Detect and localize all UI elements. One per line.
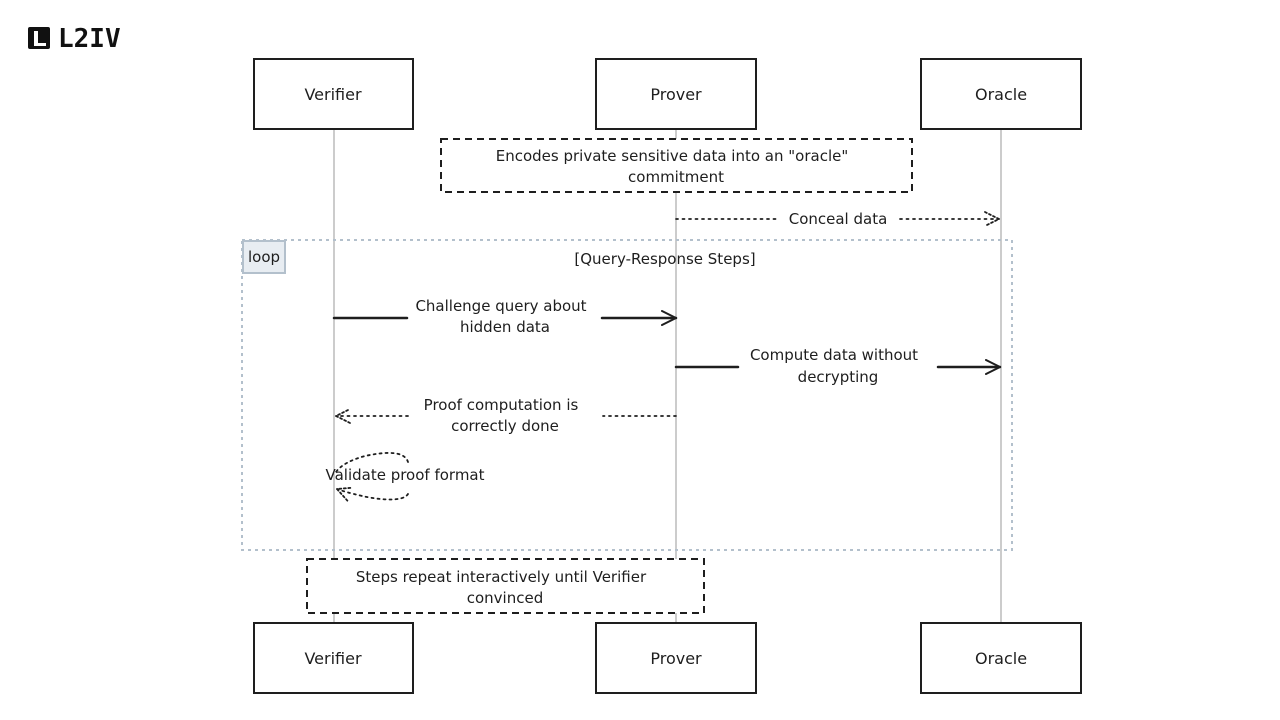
message-conceal-label: Conceal data bbox=[789, 210, 888, 228]
message-validate-label: Validate proof format bbox=[325, 466, 484, 484]
message-validate: Validate proof format bbox=[325, 452, 485, 500]
participant-verifier-bottom-label: Verifier bbox=[304, 649, 361, 668]
participant-verifier-bottom: Verifier bbox=[253, 622, 414, 694]
participant-oracle-label: Oracle bbox=[975, 85, 1027, 104]
message-compute: Compute data without decrypting bbox=[674, 346, 1002, 386]
note-encode: Encodes private sensitive data into an "… bbox=[440, 138, 913, 193]
message-challenge-line-2: hidden data bbox=[460, 318, 550, 336]
loop-tag-box bbox=[242, 240, 286, 274]
message-proof-line-2: correctly done bbox=[451, 417, 559, 435]
note-encode-line-1: Encodes private sensitive data into an "… bbox=[496, 147, 849, 165]
participant-verifier-label: Verifier bbox=[304, 85, 361, 104]
message-challenge-line-1: Challenge query about bbox=[415, 297, 586, 315]
participant-prover-top: Prover bbox=[595, 58, 757, 130]
participant-oracle-bottom: Oracle bbox=[920, 622, 1082, 694]
loop-title: [Query-Response Steps] bbox=[574, 250, 755, 268]
loop-frame: loop [Query-Response Steps] bbox=[241, 239, 1013, 551]
participant-verifier-top: Verifier bbox=[253, 58, 414, 130]
logo-mark-glyph bbox=[34, 31, 46, 46]
brand-logo: L2IV bbox=[28, 24, 121, 54]
note-repeat-line-1: Steps repeat interactively until Verifie… bbox=[356, 568, 647, 586]
note-repeat-line-2: convinced bbox=[467, 589, 543, 607]
message-proof: Proof computation is correctly done bbox=[336, 396, 677, 435]
participant-prover-bottom-label: Prover bbox=[650, 649, 702, 668]
participant-oracle-bottom-label: Oracle bbox=[975, 649, 1027, 668]
message-proof-line-1: Proof computation is bbox=[424, 396, 579, 414]
participant-prover-bottom: Prover bbox=[595, 622, 757, 694]
message-conceal-data: Conceal data bbox=[675, 210, 999, 228]
message-compute-line-2: decrypting bbox=[798, 368, 879, 386]
participant-prover-label: Prover bbox=[650, 85, 702, 104]
note-encode-line-2: commitment bbox=[628, 168, 724, 186]
loop-tag: loop bbox=[248, 248, 280, 266]
note-repeat: Steps repeat interactively until Verifie… bbox=[306, 558, 705, 614]
message-challenge: Challenge query about hidden data bbox=[332, 297, 678, 336]
message-compute-line-1: Compute data without bbox=[750, 346, 918, 364]
logo-text: L2IV bbox=[58, 24, 121, 54]
participant-oracle-top: Oracle bbox=[920, 58, 1082, 130]
